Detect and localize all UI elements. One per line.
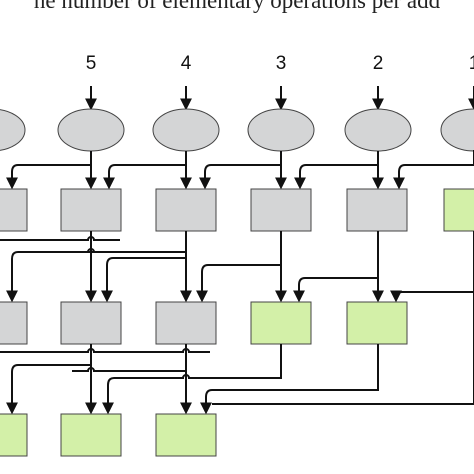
input-node-1 [440,108,474,152]
row1-box-0 [0,188,28,232]
row2-box-3 [250,301,312,345]
row1-box-3 [250,188,312,232]
row3-box-2 [155,413,217,457]
row3-box-1 [60,413,122,457]
row2-box-1 [60,301,122,345]
input-label-5: 5 [86,53,97,74]
input-node-2 [344,108,412,152]
input-node [0,109,26,151]
row2-box-4 [346,301,408,345]
input-label-1: 1 [469,53,474,74]
input-label-3: 3 [276,53,287,74]
row1-box-2 [155,188,217,232]
input-label-2: 2 [373,53,384,74]
row2-to-row3-wires [0,231,474,415]
row1-box-1 [60,188,122,232]
oval-to-row1-wires [6,150,474,190]
input-label-4: 4 [181,53,192,74]
row1-to-row2-wires [0,231,474,303]
row1-box-5 [443,188,474,232]
row3-box-0 [0,413,28,457]
row1-box-4 [346,188,408,232]
row2-box-0 [0,301,28,345]
input-node-4 [152,108,220,152]
input-node-5 [57,108,125,152]
figure-caption-fragment: he number of elementary operations per a… [33,0,441,13]
input-arrows [85,86,474,111]
input-node-3 [247,108,315,152]
row2-box-2 [155,301,217,345]
